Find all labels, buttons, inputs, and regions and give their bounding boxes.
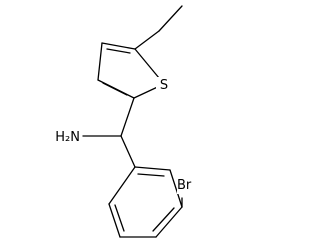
amine-label-background — [50, 128, 81, 145]
sulfur-label-background — [156, 77, 172, 93]
bond-benzene-inner-1 — [137, 173, 165, 177]
bond-c2-central — [120, 97, 135, 137]
bond-thiophene-c4-c5 — [101, 42, 136, 50]
bond-benzene-5-6 — [108, 203, 121, 238]
bromine-label-background — [177, 176, 195, 194]
bond-ethyl-ch2-ch3 — [158, 5, 183, 32]
bond-benzene-inner-2 — [152, 207, 175, 232]
bond-thiophene-c3-c3-double — [102, 82, 128, 96]
bond-benzene-inner-3 — [114, 204, 125, 232]
bond-thiophene-c4-c5-double — [106, 48, 131, 54]
bond-benzene-3-4 — [155, 206, 183, 238]
amine-atom-label: H₂N — [55, 130, 80, 145]
bond-benzene-6-1 — [108, 166, 136, 205]
bond-ring-c5-ethyl — [134, 30, 160, 50]
bond-central-phenyl — [120, 135, 136, 168]
molecule-structure: S H₂N Br — [50, 5, 195, 238]
bond-thiophene-c3-c4 — [97, 42, 103, 81]
bromine-atom-label: Br — [177, 178, 192, 193]
sulfur-atom-label: S — [160, 78, 168, 93]
bond-benzene-2-3 — [169, 169, 183, 208]
bond-benzene-1-2 — [134, 166, 171, 171]
